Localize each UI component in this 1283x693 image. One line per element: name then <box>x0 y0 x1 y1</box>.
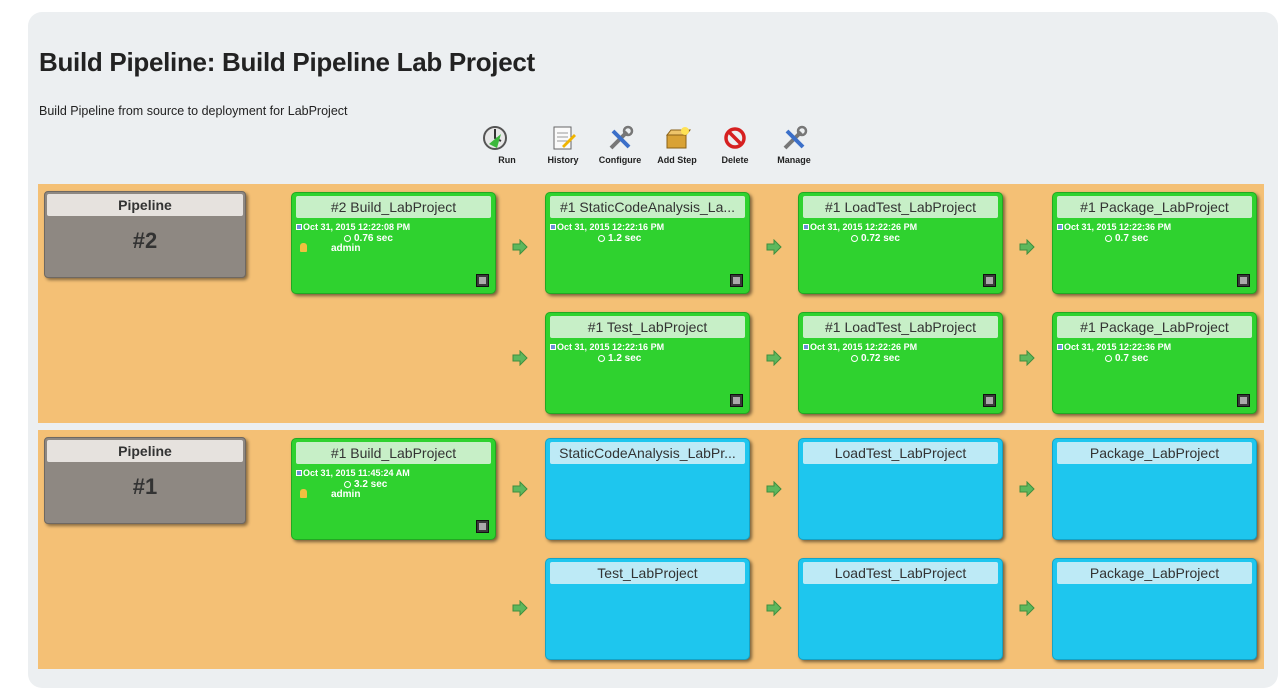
pipeline-header[interactable]: Pipeline #2 <box>44 191 246 278</box>
console-icon[interactable] <box>730 274 743 287</box>
configure-icon <box>609 125 634 150</box>
console-icon[interactable] <box>730 394 743 407</box>
console-icon[interactable] <box>476 520 489 533</box>
add-step-icon <box>665 127 692 149</box>
build-job-card[interactable]: #1 Build_LabProject Oct 31, 2015 11:45:2… <box>291 438 496 540</box>
user-icon <box>300 243 307 252</box>
pipeline-number: #1 <box>132 474 158 499</box>
job-date: Oct 31, 2015 12:22:36 PM <box>1057 222 1171 232</box>
build-job-card[interactable]: #2 Build_LabProject Oct 31, 2015 12:22:0… <box>291 192 496 294</box>
job-card[interactable]: #1 StaticCodeAnalysis_La... Oct 31, 2015… <box>545 192 750 294</box>
calendar-icon <box>296 470 302 476</box>
job-card[interactable]: #1 LoadTest_LabProject Oct 31, 2015 12:2… <box>798 192 1003 294</box>
calendar-icon <box>1057 224 1063 230</box>
page-title: Build Pipeline: Build Pipeline Lab Proje… <box>39 47 535 77</box>
job-user: admin <box>300 243 360 254</box>
manage-button[interactable]: Manage <box>764 124 824 165</box>
delete-button[interactable]: Delete <box>705 124 765 165</box>
job-card[interactable]: #1 Test_LabProject Oct 31, 2015 12:22:16… <box>545 312 750 414</box>
job-duration: 1.2 sec <box>598 233 641 244</box>
history-button[interactable]: History <box>533 124 593 165</box>
job-title: #1 Build_LabProject <box>296 442 491 464</box>
job-duration: 0.7 sec <box>1105 353 1148 364</box>
job-title: #1 LoadTest_LabProject <box>803 316 998 338</box>
run-button[interactable]: Run <box>466 124 526 165</box>
pending-job-card[interactable]: Test_LabProject <box>545 558 750 660</box>
add-step-button[interactable]: Add Step <box>647 124 707 165</box>
pipeline-label: Pipeline <box>47 440 243 462</box>
calendar-icon <box>296 224 302 230</box>
job-date: Oct 31, 2015 12:22:16 PM <box>550 342 664 352</box>
job-title: LoadTest_LabProject <box>803 442 998 464</box>
clock-icon <box>1105 235 1112 242</box>
job-title: #1 Test_LabProject <box>550 316 745 338</box>
user-icon <box>300 489 307 498</box>
console-icon[interactable] <box>1237 274 1250 287</box>
job-title: #1 Package_LabProject <box>1057 316 1252 338</box>
clock-icon <box>1105 355 1112 362</box>
job-date: Oct 31, 2015 12:22:26 PM <box>803 342 917 352</box>
calendar-icon <box>803 344 809 350</box>
pipeline-row: Pipeline #1 #1 Build_LabProject Oct 31, … <box>38 430 1264 669</box>
run-icon <box>483 126 507 150</box>
job-card[interactable]: #1 LoadTest_LabProject Oct 31, 2015 12:2… <box>798 312 1003 414</box>
history-icon <box>553 126 576 150</box>
clock-icon <box>851 235 858 242</box>
pending-job-card[interactable]: LoadTest_LabProject <box>798 558 1003 660</box>
manage-icon <box>783 125 808 150</box>
clock-icon <box>598 355 605 362</box>
job-date: Oct 31, 2015 12:22:36 PM <box>1057 342 1171 352</box>
job-title: #1 Package_LabProject <box>1057 196 1252 218</box>
job-date: Oct 31, 2015 12:22:16 PM <box>550 222 664 232</box>
console-icon[interactable] <box>1237 394 1250 407</box>
job-duration: 0.72 sec <box>851 353 900 364</box>
job-title: #1 LoadTest_LabProject <box>803 196 998 218</box>
job-title: Package_LabProject <box>1057 562 1252 584</box>
console-icon[interactable] <box>476 274 489 287</box>
clock-icon <box>344 481 351 488</box>
page-description: Build Pipeline from source to deployment… <box>39 104 348 118</box>
pending-job-card[interactable]: StaticCodeAnalysis_LabPr... <box>545 438 750 540</box>
job-title: #2 Build_LabProject <box>296 196 491 218</box>
pipeline-number: #2 <box>132 228 158 253</box>
job-date: Oct 31, 2015 12:22:26 PM <box>803 222 917 232</box>
job-title: StaticCodeAnalysis_LabPr... <box>550 442 745 464</box>
job-duration: 0.7 sec <box>1105 233 1148 244</box>
calendar-icon <box>803 224 809 230</box>
job-card[interactable]: #1 Package_LabProject Oct 31, 2015 12:22… <box>1052 192 1257 294</box>
toolbar: Run History Configure Add Step <box>0 124 1283 168</box>
pending-job-card[interactable]: Package_LabProject <box>1052 558 1257 660</box>
job-card[interactable]: #1 Package_LabProject Oct 31, 2015 12:22… <box>1052 312 1257 414</box>
job-duration: 0.76 sec <box>344 233 393 244</box>
pending-job-card[interactable]: LoadTest_LabProject <box>798 438 1003 540</box>
job-title: Test_LabProject <box>550 562 745 584</box>
clock-icon <box>344 235 351 242</box>
console-icon[interactable] <box>983 394 996 407</box>
console-icon[interactable] <box>983 274 996 287</box>
job-user: admin <box>300 489 360 500</box>
job-title: #1 StaticCodeAnalysis_La... <box>550 196 745 218</box>
job-title: Package_LabProject <box>1057 442 1252 464</box>
calendar-icon <box>550 344 556 350</box>
pipeline-label: Pipeline <box>47 194 243 216</box>
job-date: Oct 31, 2015 12:22:08 PM <box>296 222 410 232</box>
job-duration: 0.72 sec <box>851 233 900 244</box>
job-duration: 3.2 sec <box>344 479 387 490</box>
job-title: LoadTest_LabProject <box>803 562 998 584</box>
configure-button[interactable]: Configure <box>590 124 650 165</box>
clock-icon <box>598 235 605 242</box>
pending-job-card[interactable]: Package_LabProject <box>1052 438 1257 540</box>
delete-icon <box>724 127 746 149</box>
pipeline-header[interactable]: Pipeline #1 <box>44 437 246 524</box>
pipeline-row: Pipeline #2 #2 Build_LabProject Oct 31, … <box>38 184 1264 423</box>
job-duration: 1.2 sec <box>598 353 641 364</box>
clock-icon <box>851 355 858 362</box>
job-date: Oct 31, 2015 11:45:24 AM <box>296 468 410 478</box>
calendar-icon <box>1057 344 1063 350</box>
calendar-icon <box>550 224 556 230</box>
